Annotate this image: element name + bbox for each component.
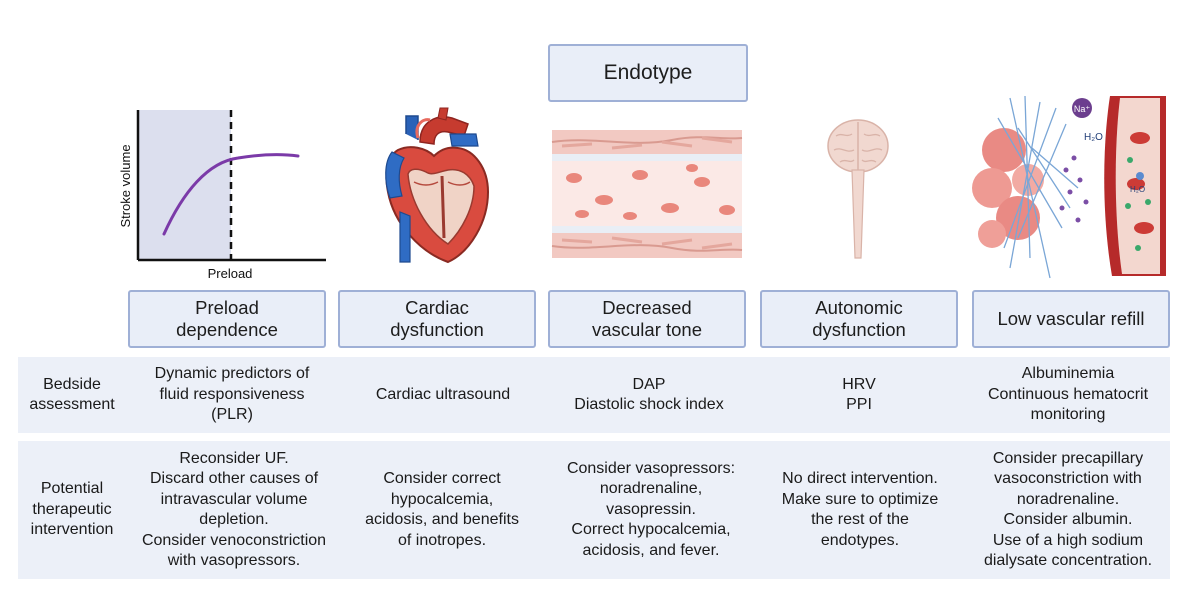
bedside-cell-refill: Albuminemia Continuous hematocrit monito… [966,357,1170,433]
bedside-row-label-text: Bedside assessment [29,375,115,414]
therapy-cell-vascular: Consider vasopressors: noradrenaline, va… [546,441,756,579]
bedside-text-autonomic: HRV PPI [842,375,876,414]
endotype-box-refill: Low vascular refill [972,290,1170,348]
bedside-cell-vascular: DAP Diastolic shock index [548,357,750,433]
therapy-text-preload: Reconsider UF. Discard other causes of i… [141,449,327,570]
endotype-header: Endotype [548,44,748,102]
therapy-cell-cardiac: Consider correct hypocalcemia, acidosis,… [342,441,542,579]
bedside-cell-cardiac: Cardiac ultrasound [338,357,548,433]
bedside-text-refill: Albuminemia Continuous hematocrit monito… [987,365,1149,424]
bedside-row-label: Bedside assessment [18,357,126,433]
bedside-text-vascular: DAP Diastolic shock index [574,375,724,414]
endotype-label-autonomic: Autonomic dysfunction [812,297,906,340]
sodium-ion-label: Na⁺ [1074,104,1091,114]
therapy-text-refill: Consider precapillary vasoconstriction w… [983,449,1153,570]
bedside-cell-preload: Dynamic predictors of fluid responsivene… [126,357,338,433]
sodium-ion-icon [1072,98,1092,118]
endotype-box-vascular: Decreased vascular tone [548,290,746,348]
endotype-label-vascular: Decreased vascular tone [591,297,703,340]
brain-spinal-cord-illustration [822,116,894,266]
endotype-label-refill: Low vascular refill [997,308,1145,329]
endotype-label-cardiac: Cardiac dysfunction [390,297,484,340]
endotype-box-autonomic: Autonomic dysfunction [760,290,958,348]
therapy-text-vascular: Consider vasopressors: noradrenaline, va… [566,459,736,559]
bedside-text-cardiac: Cardiac ultrasound [375,385,511,403]
vessel-illustration [551,130,743,258]
water-label-1: H₂O [1084,132,1103,143]
frank-starling-curve [162,153,300,236]
frank-starling-graph: Preload Stroke volume [108,104,338,284]
endotype-box-preload: Preload dependence [128,290,326,348]
heart-illustration [378,107,498,272]
endotype-box-cardiac: Cardiac dysfunction [338,290,536,348]
therapy-row-label-text: Potential therapeutic intervention [30,480,114,539]
endotype-title: Endotype [603,61,693,84]
therapy-cell-refill: Consider precapillary vasoconstriction w… [964,441,1172,579]
bedside-cell-autonomic: HRV PPI [760,357,958,433]
bedside-assessment-row [18,357,1170,433]
vascular-refill-illustration: Na⁺ H₂O H₂O [970,88,1166,279]
y-axis-label: Stroke volume [118,144,133,227]
therapy-text-cardiac: Consider correct hypocalcemia, acidosis,… [365,470,519,549]
therapy-cell-autonomic: No direct intervention. Make sure to opt… [760,441,960,579]
bedside-text-preload: Dynamic predictors of fluid responsivene… [154,365,310,424]
preload-dependent-zone [138,110,231,260]
therapeutic-intervention-row [18,441,1170,579]
therapy-cell-preload: Reconsider UF. Discard other causes of i… [126,441,342,579]
therapy-text-autonomic: No direct intervention. Make sure to opt… [781,470,939,549]
water-label-2: H₂O [1130,185,1145,194]
therapy-row-label: Potential therapeutic intervention [18,441,126,579]
endotype-label-preload: Preload dependence [176,297,278,340]
x-axis-label: Preload [208,266,253,281]
